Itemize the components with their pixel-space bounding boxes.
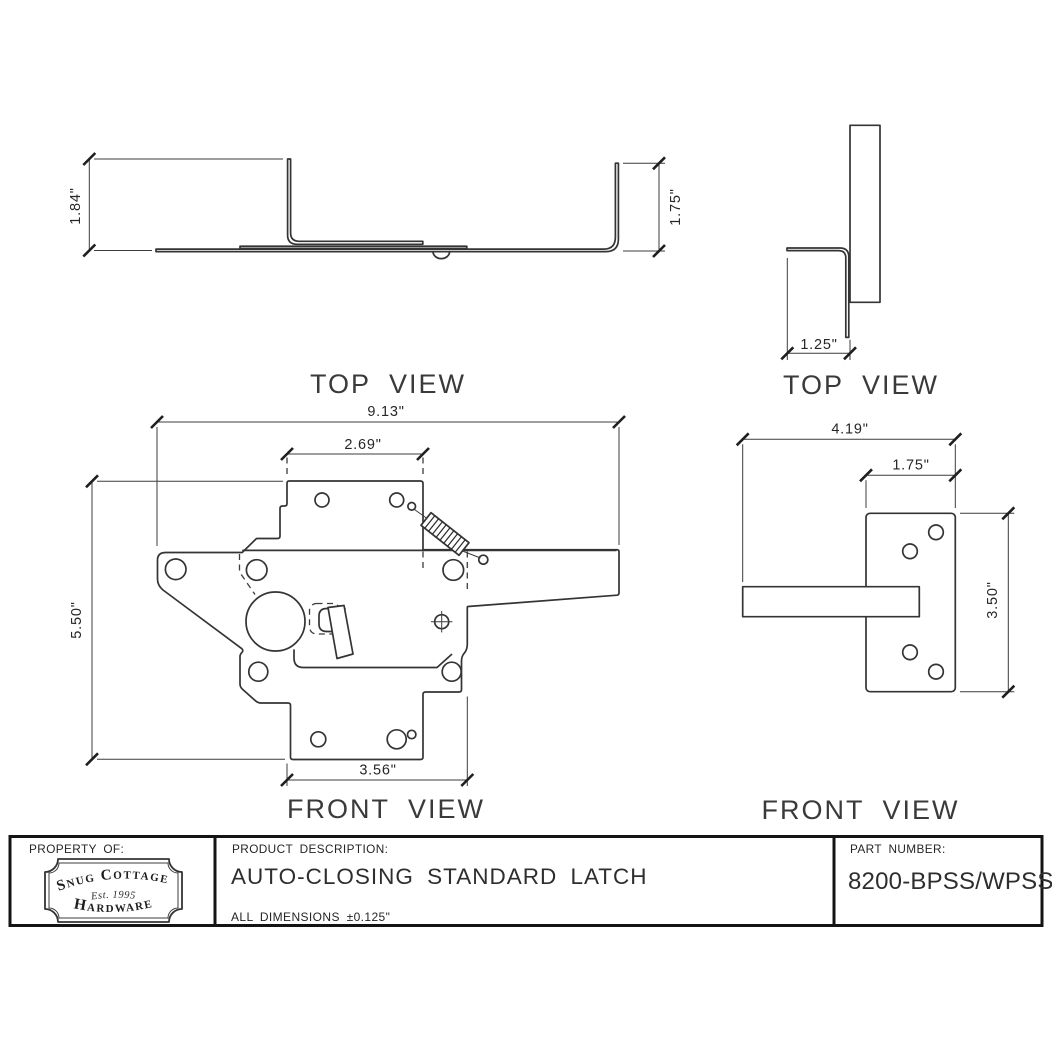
strike-angle-edge xyxy=(786,247,850,339)
dim-label: 1.75" xyxy=(892,458,929,474)
product-description-label: PRODUCT DESCRIPTION: xyxy=(232,842,388,856)
view-title-front-left: FRONT VIEW xyxy=(287,794,485,824)
latch-body-outline xyxy=(156,480,620,761)
cover-plate-edge xyxy=(239,245,468,250)
dimension-5-50: 5.50" xyxy=(69,474,285,767)
cover-bottom-edge xyxy=(293,649,453,669)
mounting-holes xyxy=(164,492,465,750)
dim-label: 2.69" xyxy=(344,437,381,453)
spring xyxy=(407,501,489,566)
dimension-9-13: 9.13" xyxy=(150,404,626,546)
strike-plate-holes xyxy=(901,524,945,680)
title-block: PROPERTY OF: Snug Cottage Est. 1995 Hard… xyxy=(8,835,1052,927)
catch-bump-edge xyxy=(432,250,451,260)
latch-mouth-opening xyxy=(245,591,306,652)
company-logo: Snug Cottage Est. 1995 Hardware xyxy=(44,858,183,923)
dimension-1-25: 1.25" xyxy=(780,258,857,361)
dim-label: 1.25" xyxy=(800,337,837,353)
part-number-value: 8200-BPSS/WPSS xyxy=(848,868,1052,895)
part-number-label: PART NUMBER: xyxy=(850,842,946,856)
view-title-front-right: FRONT VIEW xyxy=(761,795,959,825)
title-block-border xyxy=(8,835,1044,927)
product-description-value: AUTO-CLOSING STANDARD LATCH xyxy=(231,864,648,889)
view-top-left: 1.84" 1.75" TOP VIEW xyxy=(68,152,684,399)
title-block-cell-description: PRODUCT DESCRIPTION: AUTO-CLOSING STANDA… xyxy=(231,842,648,924)
dimension-1-84: 1.84" xyxy=(68,152,283,258)
property-of-label: PROPERTY OF: xyxy=(29,842,124,856)
title-block-dividers xyxy=(213,836,836,926)
dimension-1-75-topleft: 1.75" xyxy=(623,156,684,258)
view-title-top-left: TOP VIEW xyxy=(310,369,466,399)
logo-name-bottom: Hardware xyxy=(73,894,155,916)
spring-anchor-bottom xyxy=(477,554,489,566)
base-plate-edge xyxy=(155,162,620,253)
tolerance-note: ALL DIMENSIONS ±0.125" xyxy=(231,910,390,924)
view-top-right: 1.25" TOP VIEW xyxy=(780,124,939,400)
left-flange-edge xyxy=(286,158,424,246)
post-plate-edge xyxy=(849,124,881,304)
dimension-4-19: 4.19" xyxy=(735,422,963,582)
dim-label: 5.50" xyxy=(69,601,85,638)
dim-label: 1.75" xyxy=(668,188,684,225)
dim-label: 4.19" xyxy=(831,422,868,438)
dimension-3-50: 3.50" xyxy=(960,506,1016,699)
view-front-left: 9.13" 2.69" 5.50" 3.56" FRONT VIEW xyxy=(69,404,626,824)
dim-label: 3.50" xyxy=(985,581,1001,618)
latch-lever xyxy=(327,604,354,660)
view-front-right: 4.19" 1.75" 3.50" FRONT VIEW xyxy=(735,422,1016,825)
dim-label: 9.13" xyxy=(367,404,404,420)
dimension-2-69: 2.69" xyxy=(280,437,430,478)
dimension-1-75-frontright: 1.75" xyxy=(859,458,963,508)
dim-label: 1.84" xyxy=(68,187,84,224)
strike-bar xyxy=(741,585,921,618)
dimension-3-56: 3.56" xyxy=(280,696,475,787)
spring-anchor-top xyxy=(407,501,417,511)
title-block-cell-property: PROPERTY OF: Snug Cottage Est. 1995 Hard… xyxy=(29,842,183,923)
pivot-screw xyxy=(431,611,453,633)
dim-label: 3.56" xyxy=(359,763,396,779)
hidden-plate-edges xyxy=(238,551,468,595)
title-block-cell-part-number: PART NUMBER: 8200-BPSS/WPSS xyxy=(848,842,1052,895)
view-title-top-right: TOP VIEW xyxy=(783,370,939,400)
